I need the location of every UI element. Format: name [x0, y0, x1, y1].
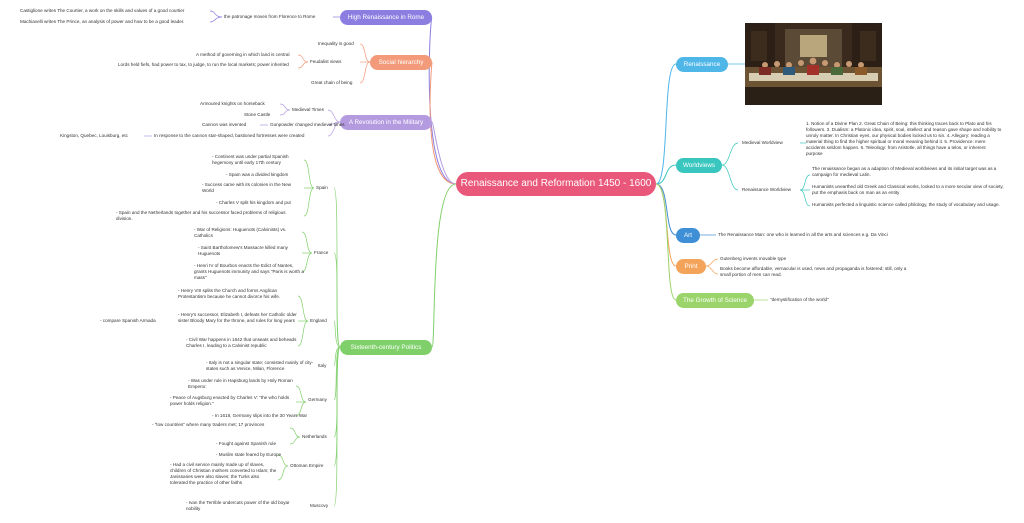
muscovy-node: Muscovy	[310, 503, 329, 508]
england-side-note: - compare Spanish Armada	[100, 318, 156, 323]
spain-item-2: - Spain was a divided kingdom	[226, 172, 289, 177]
france-item-3: - Henri IV of Bourbon enacts the Edict o…	[194, 263, 304, 280]
france-node: France	[314, 250, 329, 255]
branch-worldviews[interactable]: Worldviews	[676, 158, 722, 173]
fortress-note: In response to the cannon star-shaped, b…	[154, 133, 305, 138]
netherlands-node: Netherlands	[302, 434, 327, 439]
great-chain-note: Great chain of being	[311, 80, 353, 85]
last-supper-painting-image	[745, 23, 882, 105]
england-node: England	[310, 318, 327, 323]
ottoman-item-1: - Muslim state feared by Europe	[216, 452, 282, 457]
spain-item-3: - Success came with its colonies in the …	[202, 182, 292, 193]
demystification-note: "demystification of the world"	[770, 297, 829, 302]
stone-castle-note: Stone Castle	[244, 112, 271, 117]
muscovy-item-1: - Ivan the Terrible undercuts power of t…	[186, 500, 290, 511]
knights-note: Armoured knights on horseback	[200, 101, 265, 106]
medieval-worldview-node: Medieval Worldview	[742, 140, 783, 145]
spain-item-5: - Spain and the Netherlands together and…	[116, 210, 286, 221]
fort-places-note: Kingston, Quebec, Louisburg, etc	[60, 133, 128, 138]
france-item-1: - War of Religions: Huguenots (Calvinist…	[194, 227, 287, 238]
germany-item-3: - In 1618, Germany slips into the 30 Yea…	[212, 413, 308, 418]
feudalist-views-node: Feudalist views	[310, 59, 342, 64]
ottoman-node: Ottoman Empire	[290, 463, 324, 468]
renaissance-worldview-item-2: Humanists unearthed old Greek and Classi…	[812, 184, 1004, 195]
england-item-2: - Henry's successor, Elizabeth I, defeat…	[178, 312, 297, 323]
branch-print[interactable]: Print	[676, 259, 706, 274]
england-item-3: - Civil War happens in 1642 that unseats…	[186, 337, 297, 348]
gutenberg-note: Gutenberg invents movable type	[720, 256, 787, 261]
netherlands-item-2: - Fought against Spanish rule	[216, 441, 277, 446]
spain-item-1: - Continent was under partial Spanish he…	[212, 154, 289, 165]
branch-social-hierarchy[interactable]: Social hierarchy	[370, 55, 432, 70]
medieval-worldview-text: 1. Notion of a Divine Plan 2. Great Chai…	[806, 121, 1002, 156]
medieval-times-node: Medieval Times	[292, 107, 324, 112]
ottoman-item-2: - Had a civil service mainly made up of …	[170, 462, 277, 485]
branch-renaissance[interactable]: Renaissance	[676, 57, 728, 72]
spain-node: Spain	[316, 185, 328, 190]
patronage-note: the patronage moves from Florence to Rom…	[224, 14, 316, 19]
branch-high-renaissance[interactable]: High Renaissance in Rome	[340, 10, 432, 25]
renaissance-worldview-node: Renaissance Worldview	[742, 187, 791, 192]
spain-item-4: - Charles V split his kingdom and put	[216, 200, 291, 205]
gunpowder-node: Gunpowder changed medieval times	[270, 122, 345, 127]
inequality-note: Inequality is good	[318, 41, 354, 46]
branch-sixteenth-century-politics[interactable]: Sixteenth-century Politics	[340, 340, 432, 355]
central-topic[interactable]: Renaissance and Reformation 1450 - 1600	[456, 172, 656, 196]
feudalism-definition: A method of governing in which land is c…	[196, 52, 290, 57]
germany-node: Germany	[308, 397, 327, 402]
branch-growth-of-science[interactable]: The Growth of Science	[676, 293, 754, 308]
renaissance-worldview-item-1: The renaissance began as a adaption of M…	[812, 166, 997, 177]
england-item-1: - Henry VIII splits the Church and forms…	[178, 288, 281, 299]
renaissance-man-note: The Renaissance Man: one who is learned …	[718, 232, 888, 237]
renaissance-worldview-item-3: Humanists perfected a linguistic science…	[812, 202, 1000, 207]
castiglione-note: Castiglione writes The Courtier, a work …	[20, 8, 185, 13]
machiavelli-note: Machiavelli writes The Prince, an analys…	[20, 19, 185, 24]
books-affordable-note: Books become affordable, vernacular is u…	[720, 266, 907, 277]
branch-military-revolution[interactable]: A Revolution in the Military	[340, 115, 432, 130]
italy-item-1: - Italy is not a singular state; consist…	[206, 360, 314, 371]
france-item-2: - Saint Bartholomew's Massacre killed ma…	[198, 245, 288, 256]
germany-item-2: - Peace of Augsburg enacted by Charles V…	[170, 395, 290, 406]
italy-node: Italy	[318, 363, 327, 368]
germany-item-1: - Was under rule in Hapsburg lands by Ho…	[188, 378, 293, 389]
netherlands-item-1: - "low countries" where many traders met…	[152, 422, 265, 427]
cannon-note: Cannon was invented	[202, 122, 247, 127]
branch-art[interactable]: Art	[676, 228, 700, 243]
lords-fiefs-note: Lords held fiefs, had power to tax, to j…	[118, 62, 289, 67]
